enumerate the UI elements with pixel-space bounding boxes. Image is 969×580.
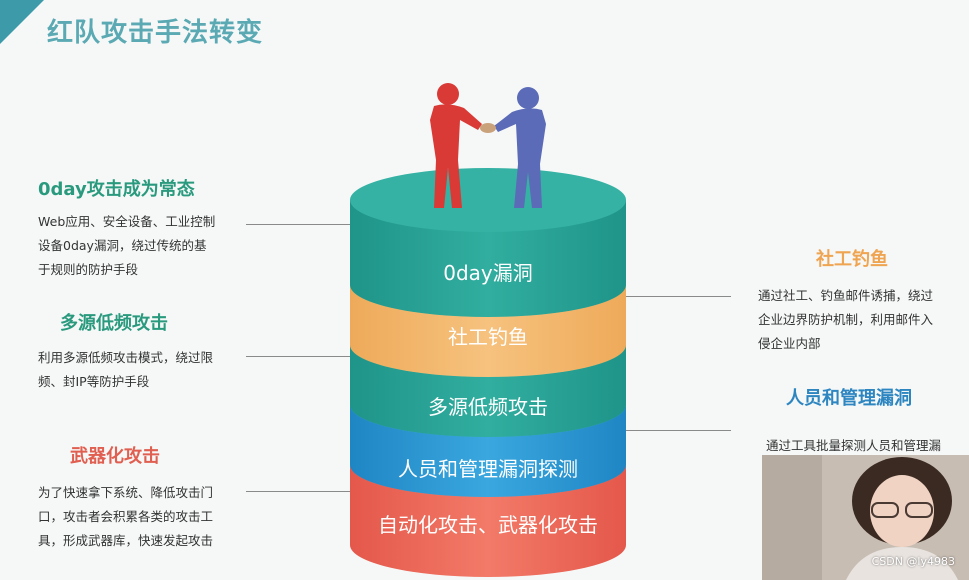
desc-0day: Web应用、安全设备、工业控制 设备0day漏洞，绕过传统的基 于规则的防护手段 — [38, 210, 215, 282]
desc-line: 具，形成武器库，快速发起攻击 — [38, 533, 214, 548]
desc-line: 于规则的防护手段 — [38, 262, 139, 277]
layer-0day-body — [350, 200, 626, 317]
desc-line: 通过工具批量探测人员和管理漏 — [766, 438, 942, 453]
desc-personnel-vuln: 通过工具批量探测人员和管理漏 — [766, 434, 941, 458]
leader-line — [626, 430, 731, 431]
desc-line: 利用多源低频攻击模式，绕过限 — [38, 350, 214, 365]
leader-line — [626, 296, 731, 297]
watermark: CSDN @ly4983 — [871, 555, 955, 568]
desc-line: 企业边界防护机制，利用邮件入 — [758, 312, 934, 327]
layer-automation-body — [350, 465, 626, 577]
desc-weaponized: 为了快速拿下系统、降低攻击门 口，攻击者会积累各类的攻击工 具，形成武器库，快速… — [38, 481, 213, 553]
label-weaponized: 武器化攻击 — [70, 446, 160, 467]
leader-line — [246, 224, 351, 225]
layer-label-0day: 0day漏洞 — [443, 261, 533, 285]
leader-line — [246, 356, 351, 357]
cylinder-graphic — [350, 83, 626, 577]
leader-line — [246, 491, 351, 492]
corner-decoration — [0, 0, 44, 44]
page-title: 红队攻击手法转变 — [47, 18, 264, 48]
desc-line: 设备0day漏洞，绕过传统的基 — [38, 238, 207, 253]
desc-line: 侵企业内部 — [758, 336, 821, 351]
webcam-overlay: CSDN @ly4983 — [762, 455, 969, 580]
desc-line: 口，攻击者会积累各类的攻击工 — [38, 509, 214, 524]
label-0day: 0day攻击成为常态 — [38, 179, 195, 200]
presenter-image — [762, 455, 969, 580]
label-personnel-vuln: 人员和管理漏洞 — [786, 388, 912, 409]
stacked-cylinder: 0day漏洞 社工钓鱼 多源低频攻击 人员和管理漏洞探测 自动化攻击、武器化攻击 — [348, 80, 628, 580]
layer-0day-top — [350, 168, 626, 232]
desc-line: Web应用、安全设备、工业控制 — [38, 214, 216, 229]
label-social-engineering: 社工钓鱼 — [816, 249, 888, 270]
desc-line: 为了快速拿下系统、降低攻击门 — [38, 485, 214, 500]
desc-line: 通过社工、钓鱼邮件诱捕，绕过 — [758, 288, 934, 303]
layer-label-automation: 自动化攻击、武器化攻击 — [378, 513, 598, 537]
desc-line: 频、封IP等防护手段 — [38, 374, 150, 389]
label-multisource: 多源低频攻击 — [60, 313, 168, 334]
desc-social-engineering: 通过社工、钓鱼邮件诱捕，绕过 企业边界防护机制，利用邮件入 侵企业内部 — [758, 284, 933, 356]
layer-label-social: 社工钓鱼 — [448, 325, 528, 349]
desc-multisource: 利用多源低频攻击模式，绕过限 频、封IP等防护手段 — [38, 346, 213, 394]
handshake-figures — [430, 83, 546, 208]
layer-label-multisource: 多源低频攻击 — [428, 395, 548, 419]
layer-label-personnel: 人员和管理漏洞探测 — [398, 457, 578, 481]
